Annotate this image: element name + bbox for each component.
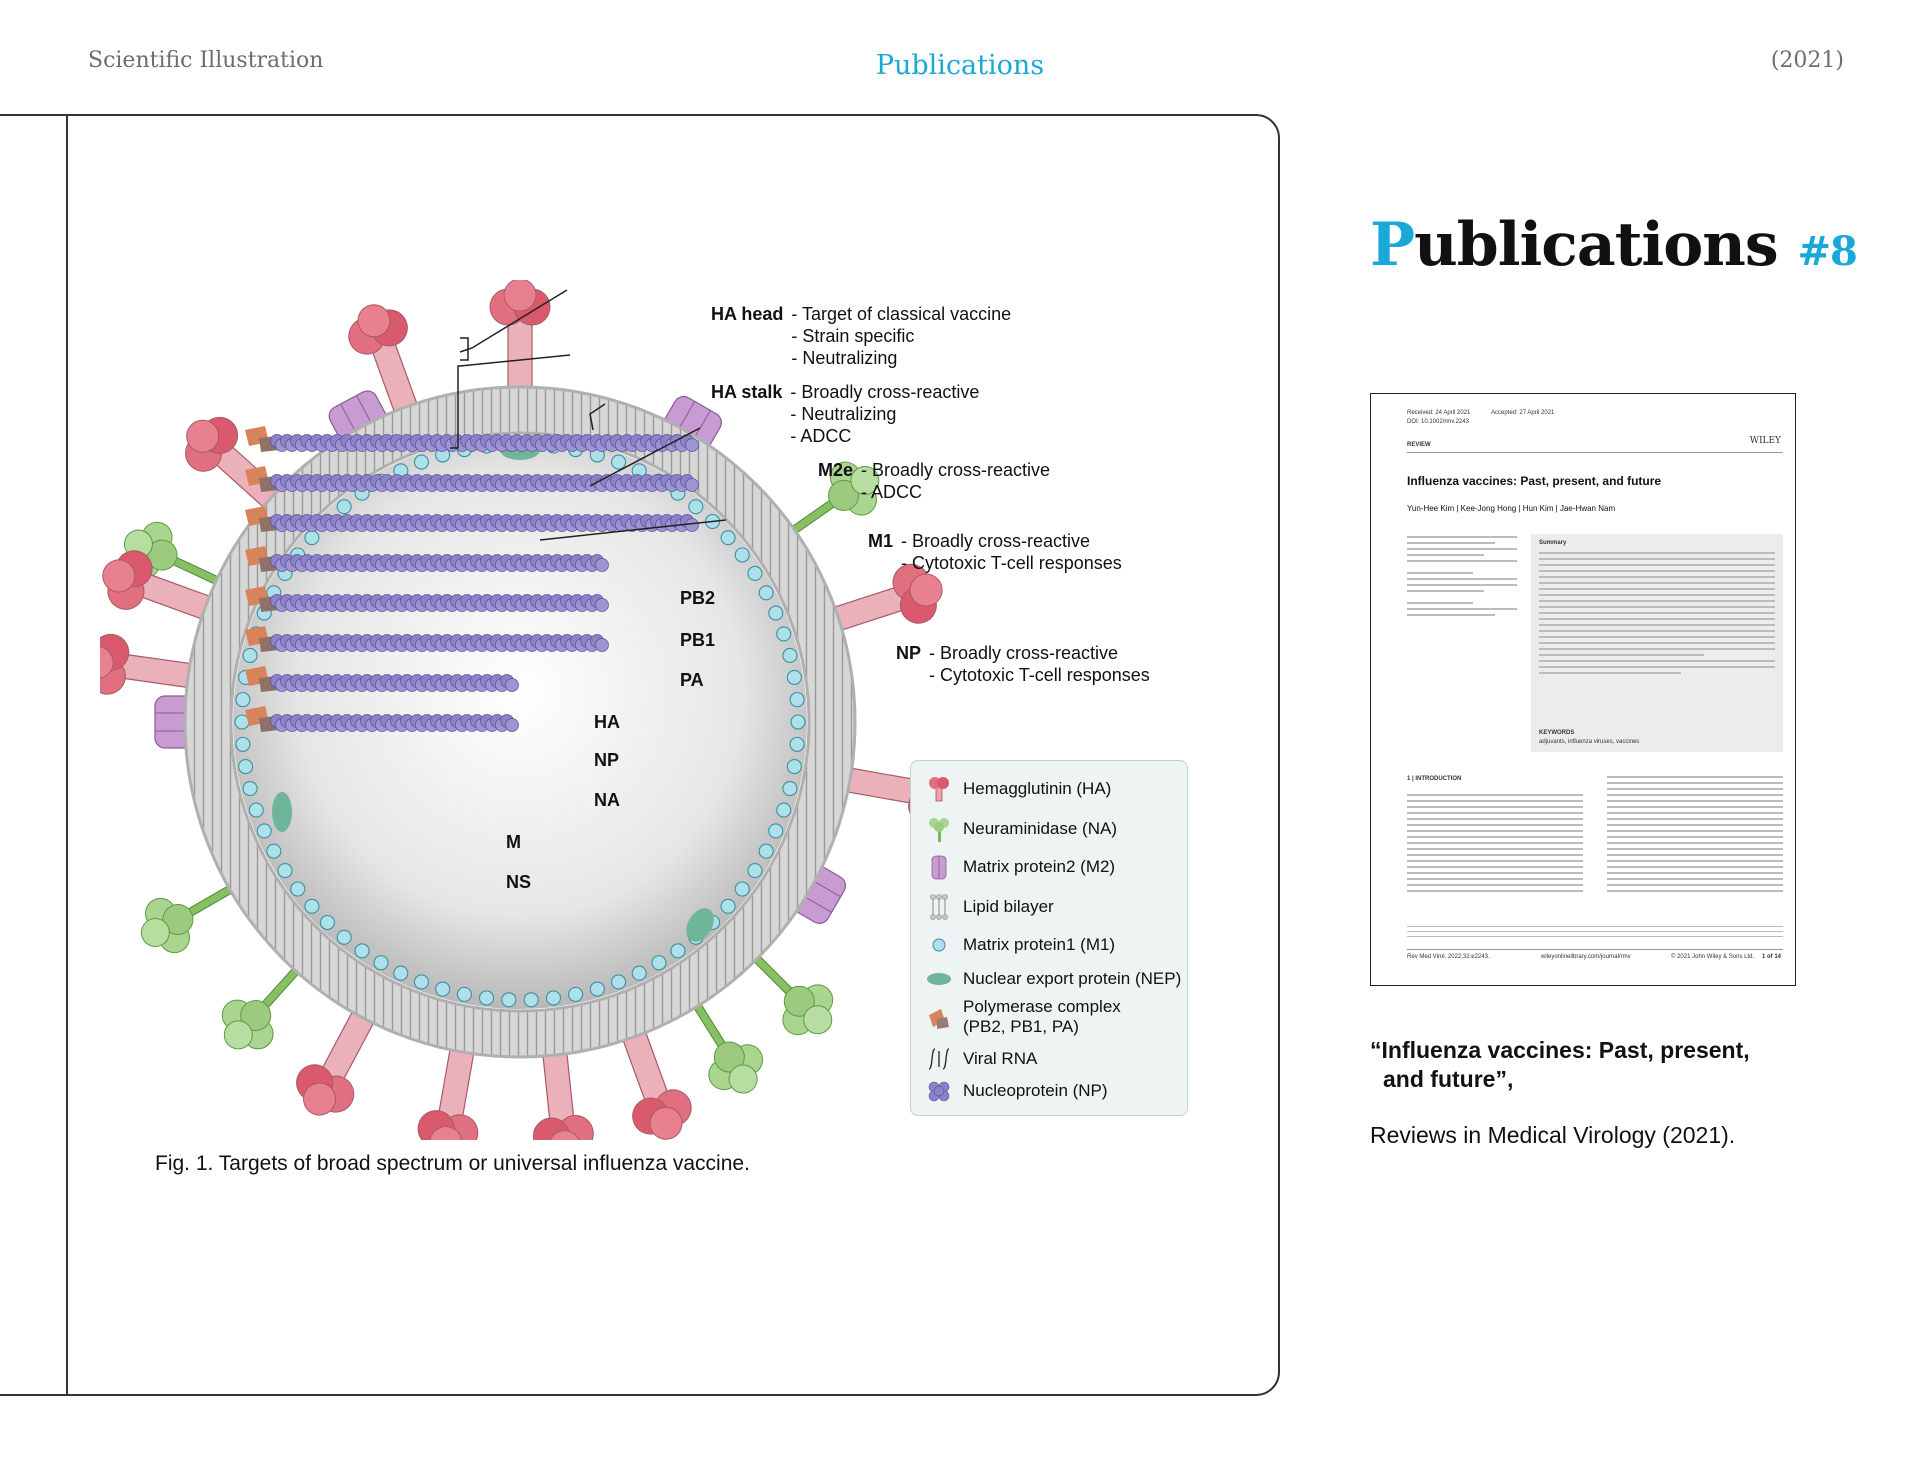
legend-item: Matrix protein1 (M1) xyxy=(925,931,1115,959)
paper-abbreviations xyxy=(1407,926,1783,941)
segment-label: M xyxy=(506,832,521,853)
legend-label: Hemagglutinin (HA) xyxy=(963,779,1111,799)
keywords-heading: KEYWORDS xyxy=(1539,730,1574,736)
annotation-key: HA stalk xyxy=(711,381,782,403)
legend-item: Hemagglutinin (HA) xyxy=(925,775,1111,803)
paper-body-left xyxy=(1407,794,1583,896)
intro-heading: 1 | INTRODUCTION xyxy=(1407,776,1461,782)
legend-item: Nuclear export protein (NEP) xyxy=(925,965,1181,993)
legend-item: Nucleoprotein (NP) xyxy=(925,1077,1108,1105)
journal-citation: Reviews in Medical Virology (2021). xyxy=(1370,1122,1735,1149)
legend-item: Lipid bilayer xyxy=(925,893,1054,921)
annotation-line: - Broadly cross-reactive xyxy=(861,459,1050,481)
annotation-line: - Broadly cross-reactive xyxy=(901,530,1122,552)
nep-oval xyxy=(272,792,292,832)
heading-rest: ublications xyxy=(1414,210,1778,280)
summary-heading: Summary xyxy=(1539,540,1566,546)
nep-icon xyxy=(925,965,953,993)
m2-icon xyxy=(925,853,953,881)
paper-thumbnail: Received: 24 April 2021 Accepted: 27 Apr… xyxy=(1370,393,1796,986)
annotation-key: M2e xyxy=(818,459,853,481)
annotation-ha-stalk: HA stalk - Broadly cross-reactive - Neut… xyxy=(711,381,979,447)
lipid-icon xyxy=(925,893,953,921)
paper-footer-copyright: © 2021 John Wiley & Sons Ltd. xyxy=(1671,954,1754,960)
publications-heading: Publications #8 xyxy=(1370,210,1857,280)
annotation-line: - Cytotoxic T-cell responses xyxy=(901,552,1122,574)
paper-title: Influenza vaccines: Past, present, and f… xyxy=(1407,474,1661,488)
paper-summary: Summary KEYWORDS adjuvants, influenza vi… xyxy=(1531,534,1783,752)
annotation-key: M1 xyxy=(868,530,893,552)
annotation-line: - Target of classical vaccine xyxy=(791,303,1011,325)
quote-line: and future”, xyxy=(1370,1065,1750,1094)
annotation-line: - ADCC xyxy=(790,425,979,447)
annotation-line: - Broadly cross-reactive xyxy=(790,381,979,403)
hemagglutinin-spike xyxy=(490,280,550,397)
annotation-line: - Strain specific xyxy=(791,325,1011,347)
legend-label: Nuclear export protein (NEP) xyxy=(963,969,1181,989)
annotation-ha-head: HA head - Target of classical vaccine - … xyxy=(711,303,1011,369)
legend-item: Neuraminidase (NA) xyxy=(925,815,1117,843)
keywords-text: adjuvants, influenza viruses, vaccines xyxy=(1539,739,1639,745)
paper-section: REVIEW xyxy=(1407,442,1431,448)
segment-label: NP xyxy=(594,750,619,771)
annotation-np: NP - Broadly cross-reactive - Cytotoxic … xyxy=(896,642,1150,686)
paper-body-right xyxy=(1607,776,1783,896)
frame-divider-bottom xyxy=(0,1394,68,1396)
annotation-line: - Broadly cross-reactive xyxy=(929,642,1150,664)
segment-label: PB1 xyxy=(680,630,715,651)
segment-label: NA xyxy=(594,790,620,811)
paper-page: 1 of 14 xyxy=(1762,954,1781,960)
legend-label: Viral RNA xyxy=(963,1049,1037,1069)
rna-icon xyxy=(925,1045,953,1073)
segment-label: PB2 xyxy=(680,588,715,609)
frame-divider-top xyxy=(0,114,68,116)
segment-label: HA xyxy=(594,712,620,733)
polymerase-icon xyxy=(925,1005,953,1033)
annotation-line: - Cytotoxic T-cell responses xyxy=(929,664,1150,686)
legend-label-sub: (PB2, PB1, PA) xyxy=(963,1017,1079,1036)
paper-accepted: Accepted: 27 April 2021 xyxy=(1491,410,1554,416)
paper-affiliations xyxy=(1407,536,1517,620)
legend-label: Nucleoprotein (NP) xyxy=(963,1081,1108,1101)
legend-label: Polymerase complex xyxy=(963,997,1121,1016)
legend-label: Neuraminidase (NA) xyxy=(963,819,1117,839)
segment-label: PA xyxy=(680,670,704,691)
heading-initial: P xyxy=(1370,210,1414,280)
legend-item: Polymerase complex(PB2, PB1, PA) xyxy=(925,997,1121,1037)
paper-footer-url: wileyonlinelibrary.com/journal/rmv xyxy=(1541,954,1631,960)
legend-label: Matrix protein1 (M1) xyxy=(963,935,1115,955)
neuraminidase-icon xyxy=(925,815,953,843)
paper-quote-title: “Influenza vaccines: Past, present, and … xyxy=(1370,1036,1750,1094)
segment-label: NS xyxy=(506,872,531,893)
annotation-line: - ADCC xyxy=(861,481,1050,503)
header-section-label: Scientific Illustration xyxy=(88,48,323,73)
annotation-m2e: M2e - Broadly cross-reactive - ADCC xyxy=(818,459,1050,503)
m1-icon xyxy=(925,931,953,959)
annotation-line: - Neutralizing xyxy=(790,403,979,425)
header-year: (2021) xyxy=(1771,48,1844,73)
quote-line: “Influenza vaccines: Past, present, xyxy=(1370,1036,1750,1065)
legend-label: Lipid bilayer xyxy=(963,897,1054,917)
paper-received: Received: 24 April 2021 xyxy=(1407,410,1470,416)
hemagglutinin-icon xyxy=(925,775,953,803)
legend-item: Viral RNA xyxy=(925,1045,1037,1073)
figure-legend: Hemagglutinin (HA) Neuraminidase (NA) Ma… xyxy=(910,760,1188,1116)
paper-footer-citation: Rev Med Virol. 2022;32:e2243. xyxy=(1407,954,1490,960)
publication-number: #8 xyxy=(1798,228,1857,275)
paper-doi: DOI: 10.1002/rmv.2243 xyxy=(1407,419,1469,425)
annotation-line: - Neutralizing xyxy=(791,347,1011,369)
paper-publisher: WILEY xyxy=(1750,436,1781,446)
annotation-m1: M1 - Broadly cross-reactive - Cytotoxic … xyxy=(868,530,1122,574)
annotation-key: HA head xyxy=(711,303,783,325)
paper-authors: Yun-Hee Kim | Kee-Jong Hong | Hun Kim | … xyxy=(1407,504,1615,513)
annotation-key: NP xyxy=(896,642,921,664)
legend-label: Matrix protein2 (M2) xyxy=(963,857,1115,877)
figure-caption: Fig. 1. Targets of broad spectrum or uni… xyxy=(155,1152,750,1176)
legend-item: Matrix protein2 (M2) xyxy=(925,853,1115,881)
np-icon xyxy=(925,1077,953,1105)
